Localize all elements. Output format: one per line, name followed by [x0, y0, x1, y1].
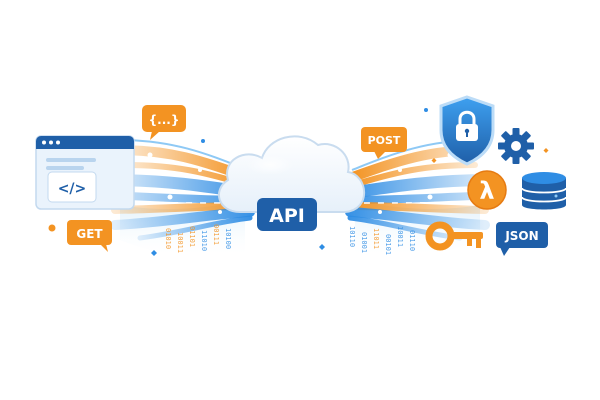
code-symbol: </>	[58, 181, 87, 197]
api-badge: API	[257, 198, 317, 231]
api-label: API	[269, 205, 305, 227]
browser-window-icon: </>	[35, 135, 135, 210]
lambda-symbol: λ	[479, 177, 494, 205]
cloud-icon	[217, 135, 366, 213]
binary-columns-right: 10110 01001 11011 00101 10011 01110	[348, 226, 416, 255]
get-label: GET	[76, 227, 103, 241]
lock-icon	[456, 110, 478, 141]
binary-col: 00101	[384, 234, 392, 255]
binary-col: 10100	[224, 228, 232, 249]
braces-bubble: {...}	[142, 105, 186, 140]
binary-col: 10011	[396, 226, 404, 247]
binary-columns-left: 01010 10011 01101 11010 00111 10100	[164, 224, 232, 253]
braces-label: {...}	[149, 113, 180, 127]
binary-col: 01110	[408, 230, 416, 251]
binary-col: 01101	[188, 226, 196, 247]
json-bubble: JSON	[496, 222, 548, 256]
binary-col: 11011	[372, 228, 380, 249]
json-label: JSON	[504, 229, 538, 243]
binary-col: 11010	[200, 230, 208, 251]
key-icon	[425, 221, 483, 251]
lambda-icon: λ	[467, 170, 507, 210]
post-bubble: POST	[361, 127, 407, 159]
binary-col: 01001	[360, 232, 368, 253]
decorative-dots	[48, 108, 558, 256]
get-bubble: GET	[67, 220, 112, 252]
binary-col: 10110	[348, 226, 356, 247]
binary-col: 10011	[176, 232, 184, 253]
post-label: POST	[368, 134, 401, 147]
database-icon	[521, 172, 567, 210]
binary-col: 01010	[164, 228, 172, 249]
gear-icon	[498, 128, 534, 164]
binary-col: 00111	[212, 224, 220, 245]
